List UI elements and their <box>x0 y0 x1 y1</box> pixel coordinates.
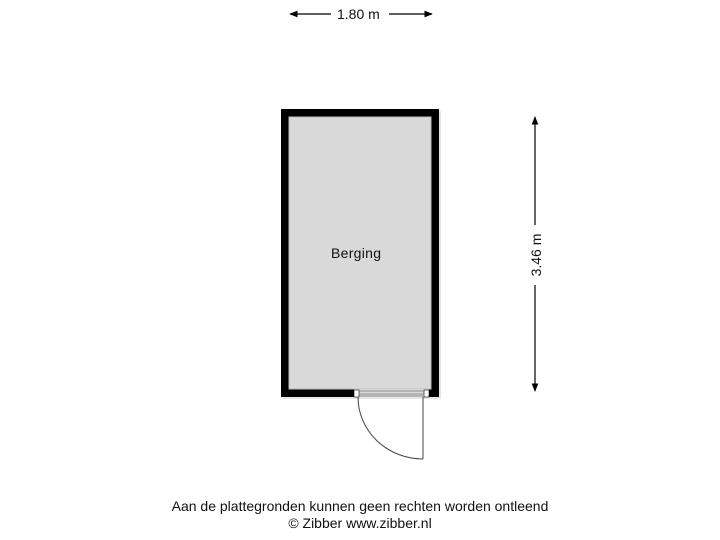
width-dimension-label: 1.80 m <box>334 6 383 22</box>
door <box>353 389 430 460</box>
door-swing-arc <box>357 396 424 460</box>
height-dimension-label: 3.46 m <box>528 230 544 280</box>
room-walls <box>281 109 439 397</box>
footer-copyright: © Zibber www.zibber.nl <box>288 515 432 531</box>
room-floor-berging <box>289 117 431 389</box>
room-label-berging: Berging <box>331 245 382 261</box>
footer-disclaimer: Aan de plattegronden kunnen geen rechten… <box>171 498 549 514</box>
